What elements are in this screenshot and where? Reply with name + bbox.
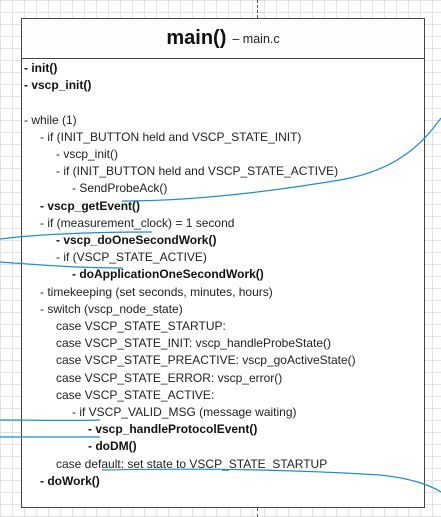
- code-line: case VSCP_STATE_STARTUP:: [56, 319, 226, 333]
- code-line: case VSCP_STATE_PREACTIVE: vscp_goActive…: [56, 353, 356, 368]
- code-line: - SendProbeAck(): [72, 181, 168, 196]
- code-line: - if (measurement_clock) = 1 second: [40, 215, 235, 230]
- code-line: case default: set state to VSCP_STATE_ST…: [56, 456, 328, 471]
- code-line: - init(): [24, 61, 58, 75]
- code-line: - vscp_init(): [24, 78, 92, 93]
- source-file-label: – main.c: [232, 31, 280, 46]
- box-header: main() – main.c: [22, 19, 424, 59]
- code-line: - if (INIT_BUTTON held and VSCP_STATE_AC…: [56, 164, 339, 179]
- code-line: case VSCP_STATE_ACTIVE:: [56, 387, 215, 402]
- code-line: - vscp_init(): [56, 147, 119, 161]
- lifeline-bottom: [257, 508, 258, 517]
- code-line: - switch (vscp_node_state): [40, 301, 183, 316]
- code-line: - vscp_handleProtocolEvent(): [88, 422, 258, 437]
- code-line: - if (INIT_BUTTON held and VSCP_STATE_IN…: [40, 129, 302, 144]
- code-line: - doApplicationOneSecondWork(): [72, 267, 264, 282]
- code-line: - if VSCP_VALID_MSG (message waiting): [72, 405, 297, 419]
- function-title: main(): [166, 27, 227, 49]
- code-line: - if (VSCP_STATE_ACTIVE): [56, 250, 207, 265]
- main-function-box: main() – main.c - init() - vscp_init() - w…: [21, 18, 425, 508]
- code-line: - doWork(): [40, 473, 100, 488]
- code-line: case VSCP_STATE_ERROR: vscp_error(): [56, 370, 283, 385]
- code-line: - vscp_doOneSecondWork(): [56, 233, 217, 247]
- code-line: case VSCP_STATE_INIT: vscp_handleProbeSt…: [56, 336, 332, 351]
- code-line: - while (1): [24, 112, 77, 127]
- lifeline-top: [257, 0, 258, 18]
- code-line: - vscp_getEvent(): [40, 198, 141, 213]
- code-line: - doDM(): [88, 439, 137, 454]
- code-line: - timekeeping (set seconds, minutes, hou…: [40, 284, 273, 299]
